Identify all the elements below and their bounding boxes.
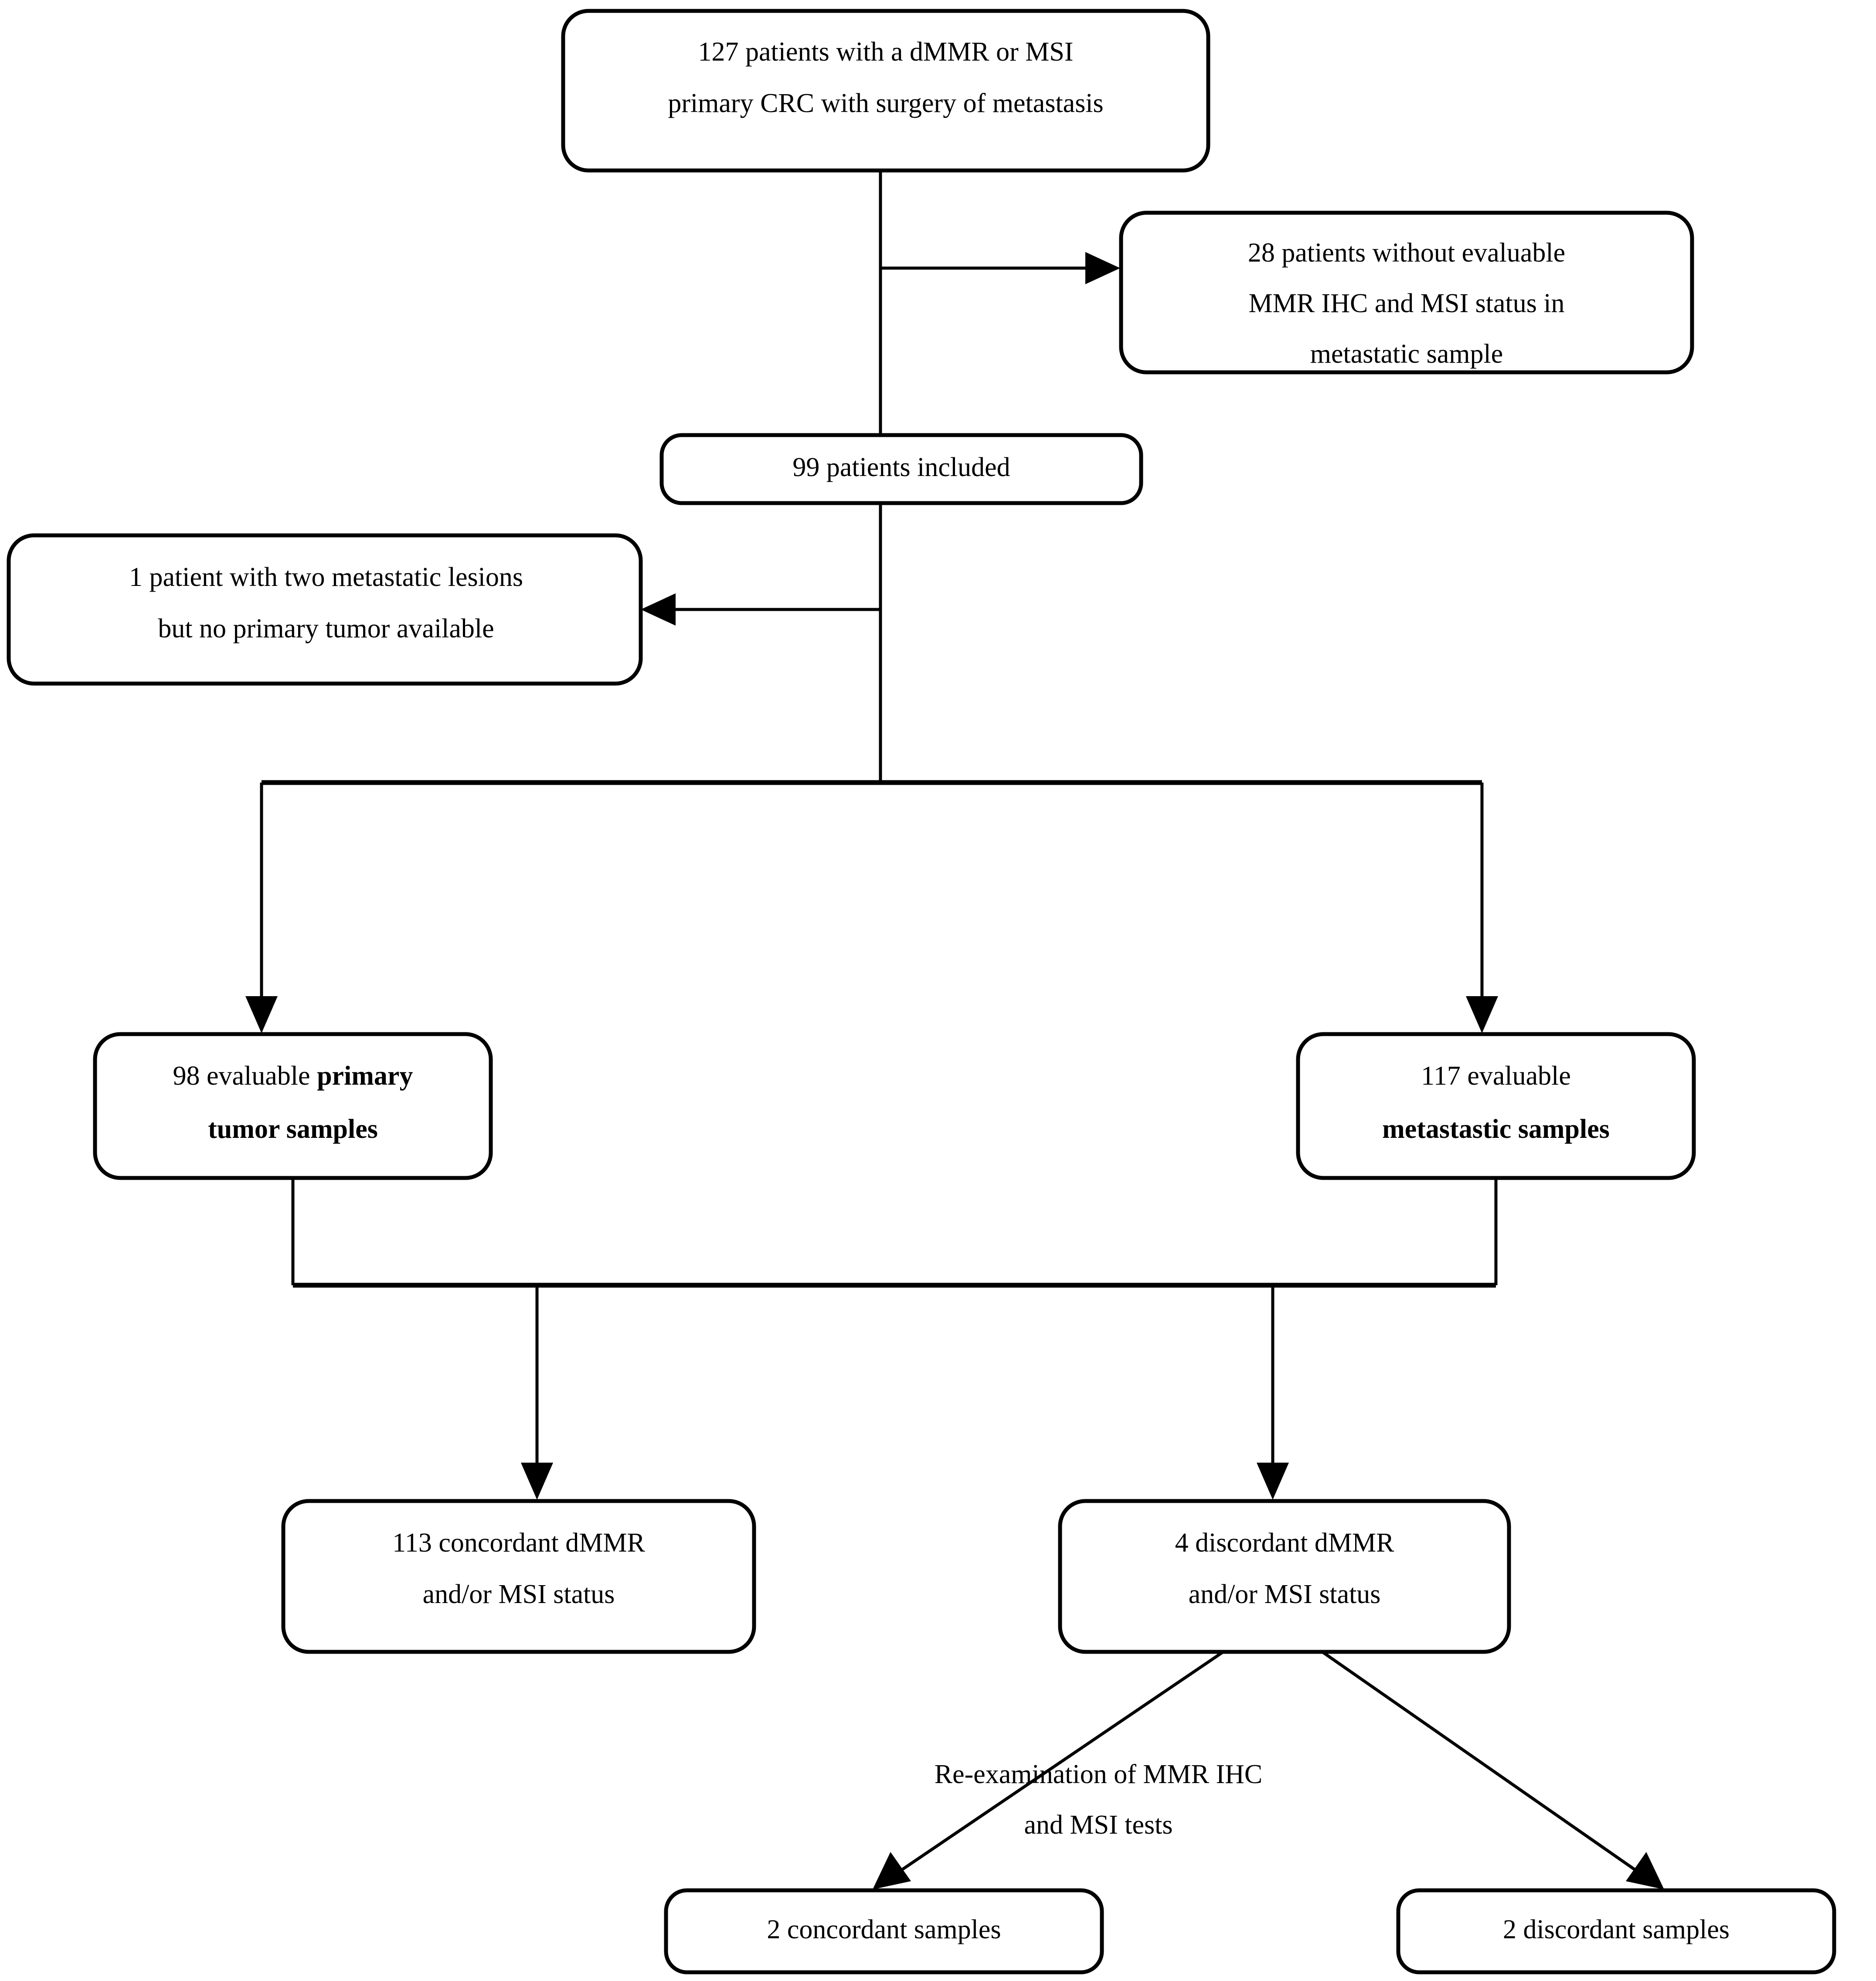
discordant-status-box[interactable] [1058, 1499, 1511, 1654]
arrowhead-to-excluded [1085, 252, 1120, 284]
rediscordant-line-1: 2 discordant samples [1503, 1915, 1730, 1944]
reexamined-concordant-samples-box[interactable] [664, 1888, 1104, 1974]
initial-cohort-line-2: primary CRC with surgery of metastasis [668, 88, 1103, 118]
excluded-no-evaluable-status-box[interactable] [1119, 211, 1694, 374]
discordant-line-2: and/or MSI status [1189, 1579, 1381, 1609]
excluded2-line-1: 1 patient with two metastatic lesions [129, 562, 523, 592]
included-line-1: 99 patients included [792, 453, 1010, 482]
arrowhead-to-concordant [521, 1463, 553, 1500]
connector-discordant-to-rediscordant [1322, 1651, 1640, 1874]
metastatic-samples-line-1: 117 evaluable [1421, 1061, 1571, 1091]
excluded-line-2: MMR IHC and MSI status in [1248, 289, 1564, 318]
reexamination-label-line-2: and MSI tests [1024, 1810, 1173, 1840]
primary-samples-line-1-bold: primary [317, 1061, 413, 1091]
excluded-line-3: metastatic sample [1310, 339, 1503, 369]
primary-samples-line-1: 98 evaluable primary [173, 1061, 413, 1091]
primary-samples-line-1-plain: 98 evaluable [173, 1061, 317, 1091]
primary-samples-line-2: tumor samples [208, 1114, 378, 1144]
reconcordant-line-1: 2 concordant samples [767, 1915, 1001, 1944]
excluded-no-primary-tumor-box[interactable] [7, 533, 643, 686]
metastatic-samples-line-2: metastastic samples [1382, 1114, 1610, 1144]
excluded-line-1: 28 patients without evaluable [1248, 238, 1565, 268]
concordant-line-2: and/or MSI status [423, 1579, 615, 1609]
concordant-status-box[interactable] [281, 1499, 756, 1654]
arrowhead-to-excluded2 [641, 593, 676, 626]
discordant-line-1: 4 discordant dMMR [1175, 1528, 1395, 1558]
reexamination-label-line-1: Re-examination of MMR IHC [935, 1760, 1263, 1789]
reexamined-discordant-samples-box[interactable] [1396, 1888, 1836, 1974]
arrowhead-to-primary-samples [245, 996, 278, 1033]
arrowhead-to-metastatic-samples [1466, 996, 1498, 1033]
initial-cohort-box[interactable] [561, 9, 1210, 173]
evaluable-metastatic-samples-box[interactable] [1296, 1032, 1696, 1180]
included-patients-box[interactable] [659, 433, 1143, 505]
excluded2-line-2: but no primary tumor available [158, 614, 494, 643]
arrowhead-to-reconcordant [873, 1852, 911, 1889]
connector-discordant-to-reconcordant [897, 1651, 1223, 1874]
initial-cohort-line-1: 127 patients with a dMMR or MSI [698, 37, 1073, 67]
concordant-line-1: 113 concordant dMMR [392, 1528, 645, 1558]
arrowhead-to-discordant [1257, 1463, 1289, 1500]
evaluable-primary-samples-box[interactable] [93, 1032, 493, 1180]
arrowhead-to-rediscordant [1626, 1852, 1664, 1889]
